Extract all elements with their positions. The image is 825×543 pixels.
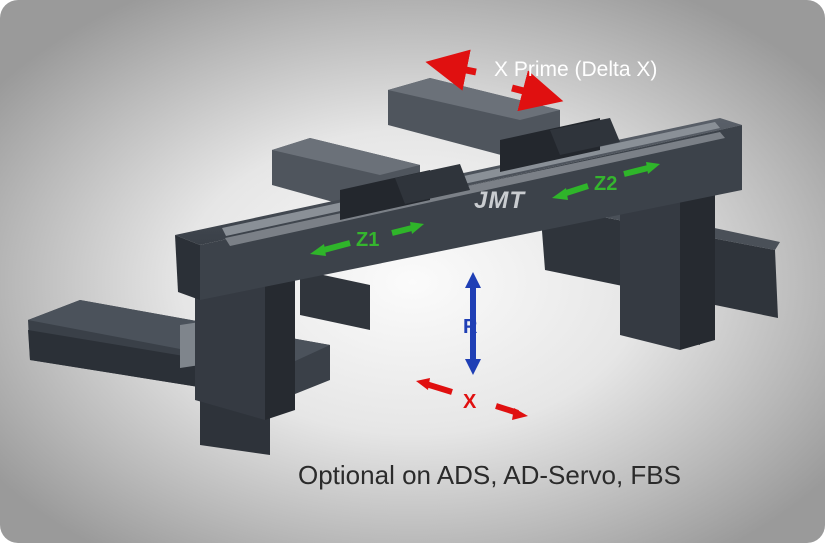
x-prime-arrow-left bbox=[425, 49, 477, 91]
x-arrows bbox=[416, 378, 528, 420]
x-prime-label: X Prime (Delta X) bbox=[494, 58, 658, 81]
beam-legs bbox=[195, 185, 715, 420]
x-label: X bbox=[463, 391, 477, 413]
z2-arrow-left bbox=[562, 183, 589, 197]
z2-arrow-right bbox=[623, 165, 649, 177]
r-label: R bbox=[463, 316, 478, 338]
main-beam bbox=[175, 118, 742, 300]
z1-arrow-right bbox=[391, 225, 413, 236]
z1-arrow-left bbox=[319, 240, 351, 254]
x-prime-arrows bbox=[425, 49, 564, 112]
r-arrow bbox=[465, 272, 481, 375]
z1-arrows bbox=[310, 222, 424, 256]
z2-arrows bbox=[552, 162, 660, 200]
jmt-logo-text: JMT bbox=[474, 187, 525, 214]
z1-label: Z1 bbox=[356, 229, 379, 251]
x-prime-arrow-right bbox=[511, 70, 564, 112]
caption: Optional on ADS, AD-Servo, FBS bbox=[298, 460, 681, 490]
z2-label: Z2 bbox=[594, 173, 617, 195]
